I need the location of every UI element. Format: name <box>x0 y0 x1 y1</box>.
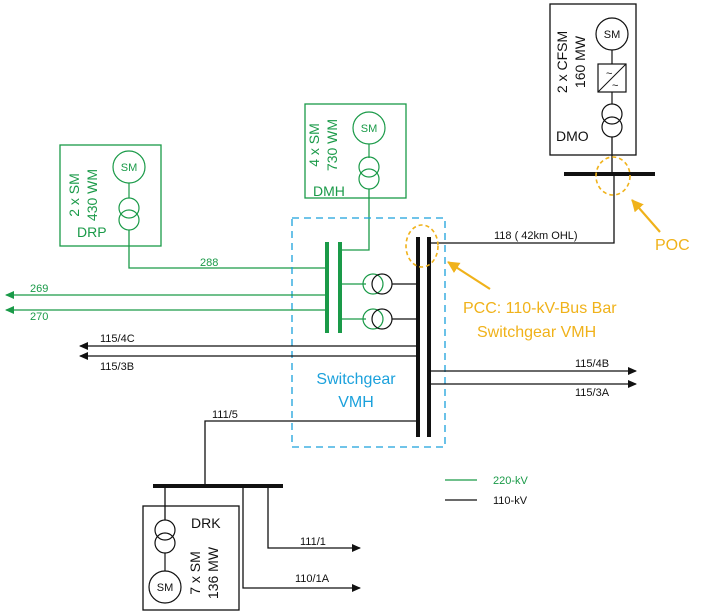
pcc-label-2: Switchgear VMH <box>477 324 596 341</box>
drk-rating-2: 136 MW <box>205 546 221 599</box>
transformer-primary-icon <box>362 273 384 295</box>
line-115-3b-label: 115/3B <box>100 361 134 373</box>
line-111-1-label: 111/1 <box>300 536 326 548</box>
coupling-transformer-1 <box>340 273 418 295</box>
line-118-label: 118 ( 42km OHL) <box>494 230 578 242</box>
line-110-1a-label: 110/1A <box>295 573 330 585</box>
line-110-1a <box>242 486 361 592</box>
line-118 <box>429 173 615 244</box>
dmh-transformer-icon <box>358 156 380 178</box>
drk-sm-label: SM <box>157 582 174 594</box>
drp-transformer-icon <box>118 197 140 219</box>
line-115-4b-label: 115/4B <box>575 358 609 370</box>
drk-transformer-icon <box>154 519 176 541</box>
drk-box <box>142 505 240 611</box>
line-269-label: 269 <box>30 283 48 295</box>
plant-dmh: SM 4 x SM 730 WM DMH <box>304 103 407 199</box>
drp-rating-1: 2 x SM <box>66 173 82 217</box>
drp-name: DRP <box>77 224 107 240</box>
drk-name: DRK <box>191 515 221 531</box>
drk-rating-1: 7 x SM <box>187 551 203 595</box>
switchgear-vmh-box <box>291 217 446 448</box>
drp-sm-label: SM <box>121 162 138 174</box>
dmo-box <box>549 3 637 156</box>
dmo-transformer-icon <box>601 103 623 125</box>
pcc-arrow <box>447 261 491 290</box>
dmh-name: DMH <box>313 183 345 199</box>
line-288-label: 288 <box>200 257 218 269</box>
line-111-1 <box>267 486 361 552</box>
line-111-5 <box>204 420 418 485</box>
dmo-rating-2: 160 MW <box>572 35 588 88</box>
converter-ac-glyph: ~ <box>612 80 618 92</box>
legend-110kv-label: 110-kV <box>493 495 528 507</box>
dmh-connection <box>342 189 370 251</box>
line-111-5-label: 111/5 <box>212 409 238 421</box>
transformer-secondary-icon <box>371 273 393 295</box>
dmh-rating-1: 4 x SM <box>306 123 322 167</box>
switchgear-label-2: VMH <box>338 394 374 411</box>
drp-rating-2: 430 WM <box>84 169 100 221</box>
dmo-rating-1: 2 x CFSM <box>554 31 570 93</box>
plant-drp: SM 2 x SM 430 WM DRP <box>59 144 162 247</box>
drk-generator-icon <box>148 570 182 604</box>
dmo-name: DMO <box>556 128 589 144</box>
poc-arrow <box>631 199 661 233</box>
pcc-marker <box>405 224 439 268</box>
pcc-label-1: PCC: 110-kV-Bus Bar <box>463 300 617 317</box>
poc-marker <box>595 156 631 196</box>
poc-label: POC <box>655 237 690 254</box>
legend-220kv-label: 220-kV <box>493 475 529 487</box>
plant-dmo: SM ~ ~ 2 x CFSM 160 MW DMO <box>549 3 637 173</box>
dmo-sm-label: SM <box>604 29 621 41</box>
plant-drk: SM DRK 7 x SM 136 MW <box>142 486 240 611</box>
drp-box <box>59 144 162 247</box>
dmh-sm-label: SM <box>361 123 378 135</box>
dmh-box <box>304 103 407 199</box>
line-115-4c-label: 115/4C <box>100 333 135 345</box>
dmh-rating-2: 730 WM <box>324 119 340 171</box>
coupling-transformer-2 <box>340 308 418 330</box>
transformer-primary-icon <box>362 308 384 330</box>
switchgear-label-1: Switchgear <box>316 371 396 388</box>
legend: 220-kV 110-kV <box>445 475 529 507</box>
line-288 <box>128 230 326 269</box>
converter-ac-glyph: ~ <box>606 68 612 80</box>
line-270-label: 270 <box>30 311 48 323</box>
line-115-3a-label: 115/3A <box>575 387 610 399</box>
transformer-secondary-icon <box>371 308 393 330</box>
